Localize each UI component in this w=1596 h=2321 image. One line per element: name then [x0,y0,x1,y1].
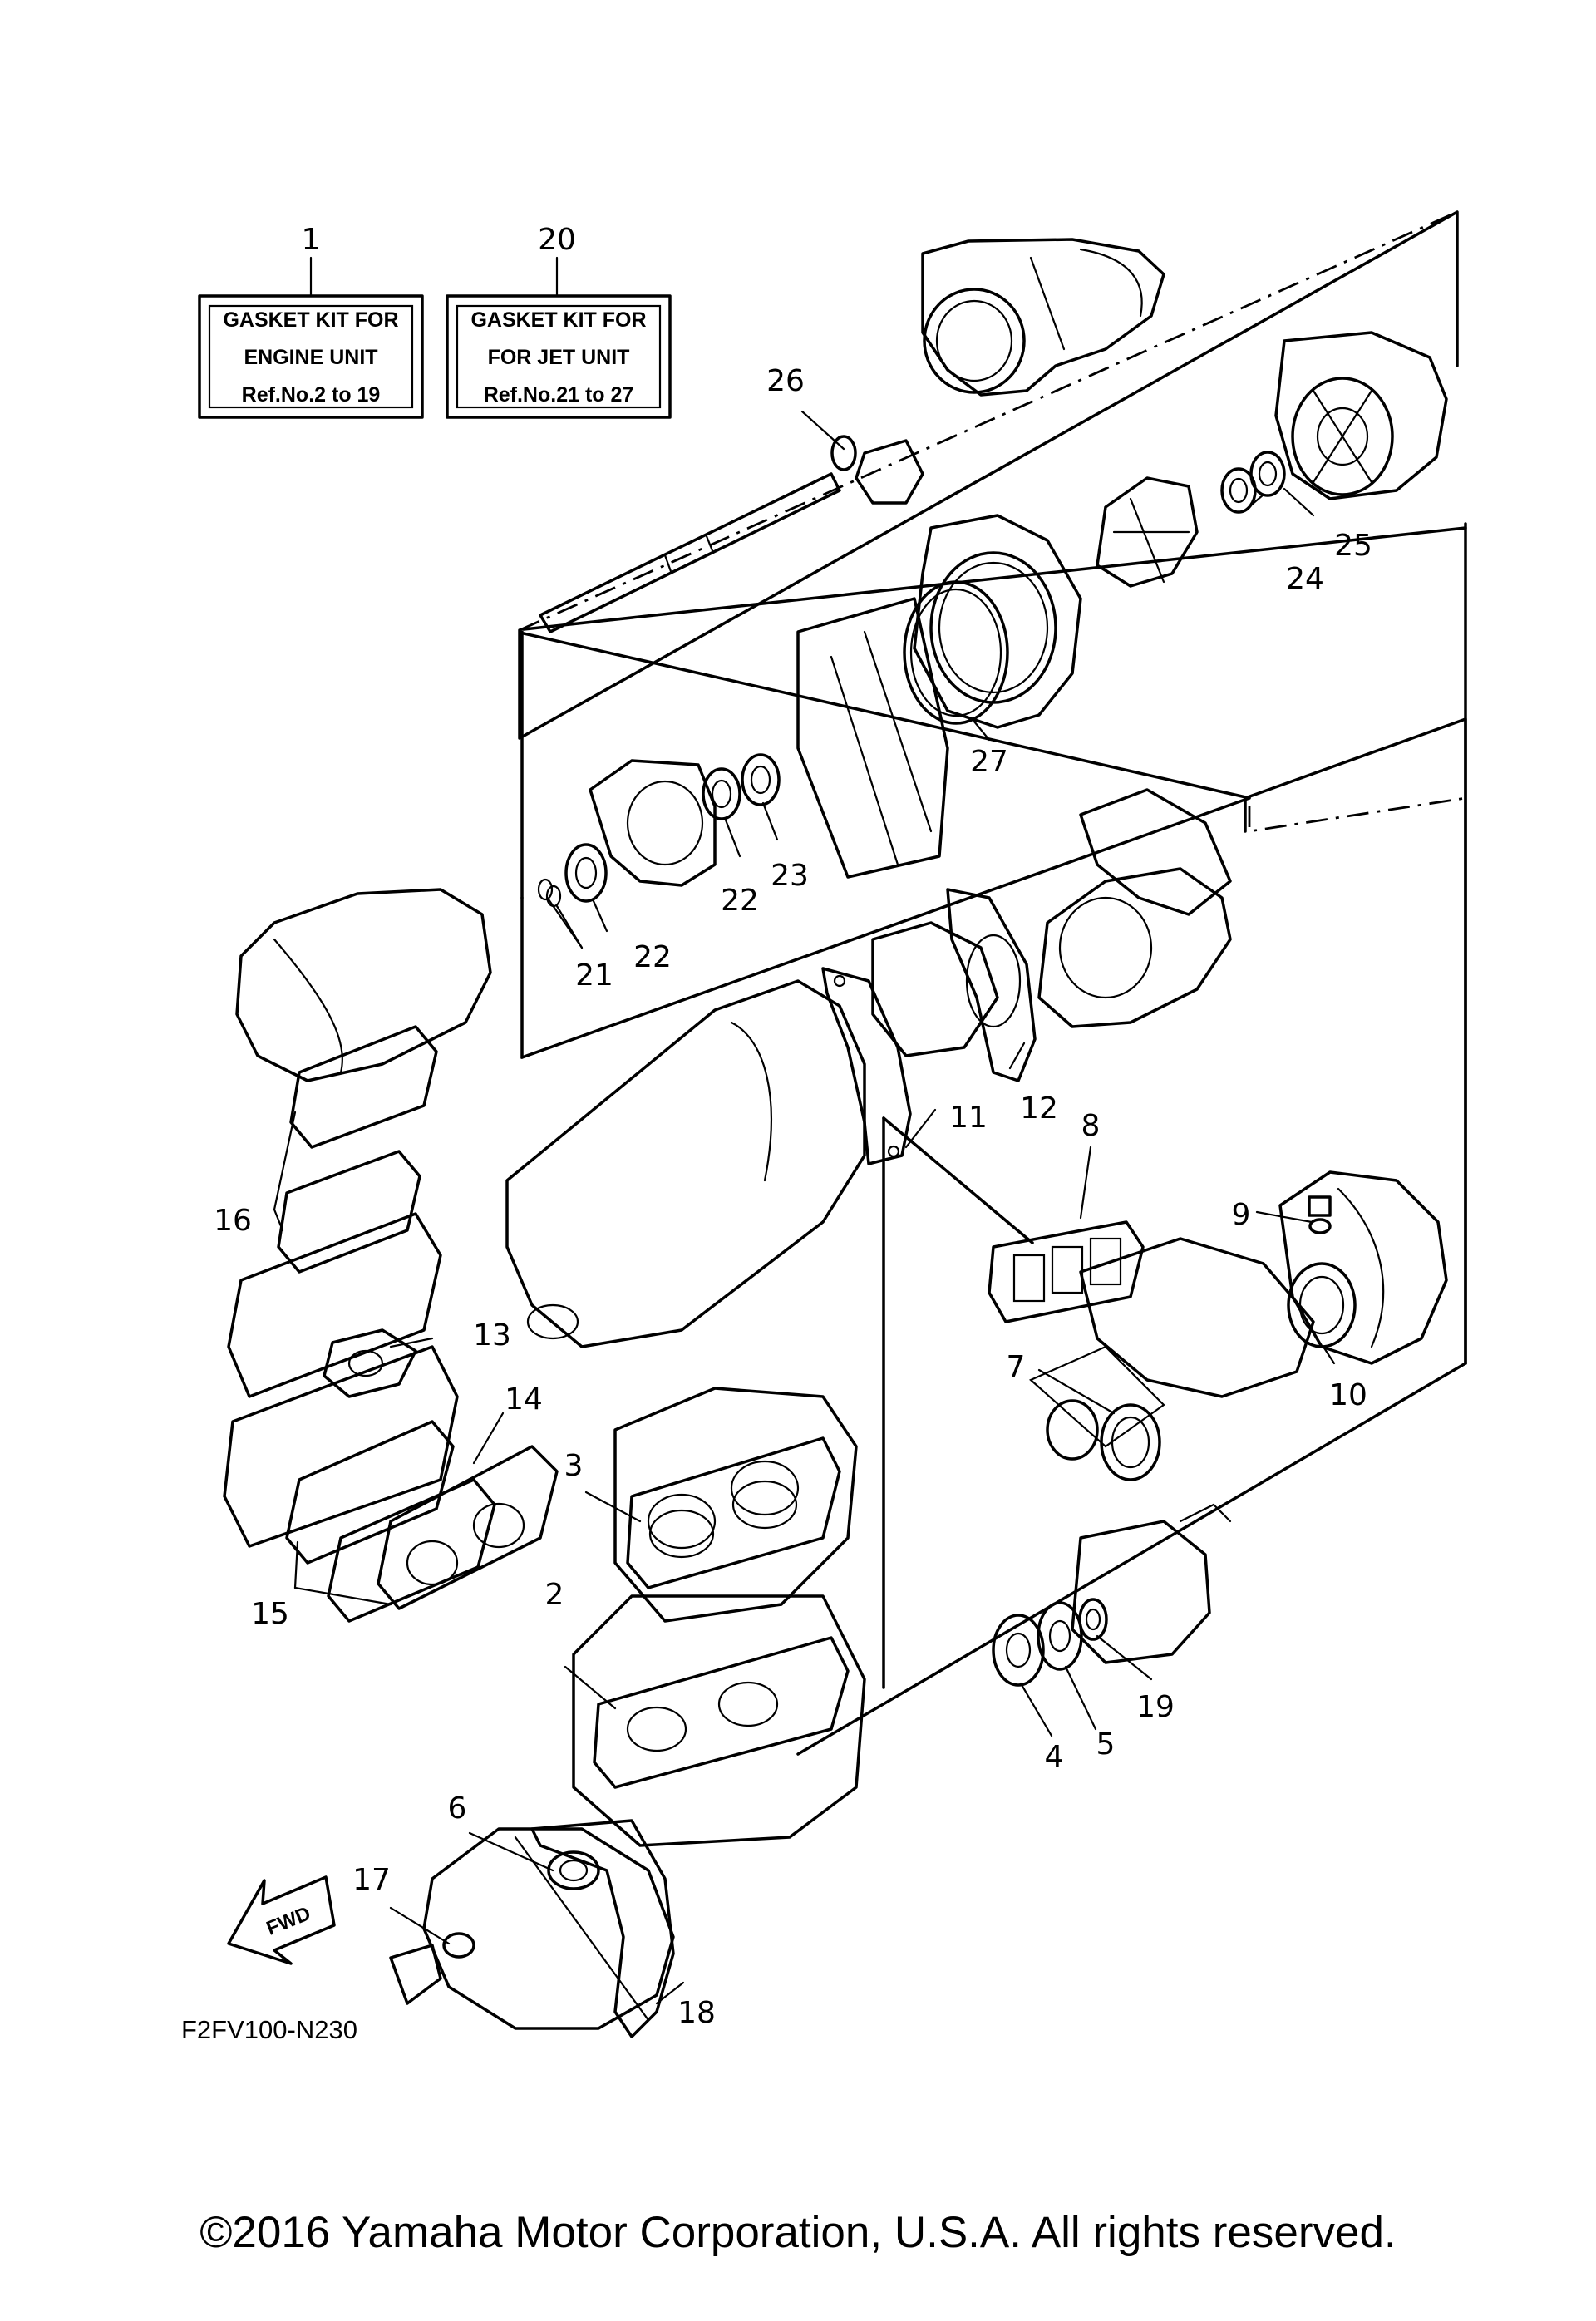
fwd-label: FWD [264,1902,314,1940]
kit-line-1: GASKET KIT FOR [223,308,398,332]
copyright-notice: ©2016 Yamaha Motor Corporation, U.S.A. A… [200,2208,1396,2257]
callout-14: 14 [505,1382,543,1417]
gasket-12 [946,888,1037,1082]
leader-lines [273,410,1336,2005]
exhaust-joint [1079,788,1232,916]
kit-line-2: FOR JET UNIT [488,346,630,369]
seal-19 [1078,1598,1108,1641]
gasket-17 [389,1932,475,2005]
callout-12: 12 [1020,1092,1058,1126]
callout-4: 4 [1045,1740,1064,1774]
seal-4 [992,1614,1045,1687]
callout-8: 8 [1081,1109,1101,1143]
callout-5: 5 [1096,1727,1116,1762]
jet-pump-housing [921,238,1165,397]
flywheel-cover [422,1827,675,2030]
oil-seal-6 [547,1850,600,1890]
duct [796,597,949,879]
seal-22-upper [702,767,741,820]
exhaust-manifold-left [235,888,492,1082]
callout-3: 3 [564,1449,584,1483]
jet-nozzle [1274,331,1448,500]
callout-15: 15 [251,1597,289,1631]
drive-shaft [539,472,841,633]
coupling-housing [1071,1503,1232,1664]
crankcase [572,1594,866,1847]
callout-9: 9 [1232,1198,1251,1232]
callout-11: 11 [949,1101,988,1135]
kit-line-2: ENGINE UNIT [244,346,377,369]
exhaust-outlet-pipe [1028,1237,1315,1461]
kit-box-engine: 1 GASKET KIT FOR ENGINE UNIT Ref.No.2 to… [198,223,424,419]
gasket-14 [377,1445,559,1610]
seal-25 [1249,451,1286,497]
o-ring-26 [830,435,857,471]
kit-line-3: Ref.No.21 to 27 [484,383,634,407]
callout-10: 10 [1329,1378,1367,1412]
kit-line-1: GASKET KIT FOR [470,308,646,332]
water-box-muffler [505,979,866,1348]
kit-ref-number: 1 [302,223,321,257]
callout-6: 6 [448,1791,467,1826]
kit-ref-number: 20 [538,223,576,257]
cylinder-block [613,1387,858,1623]
callout-labels: 2 3 4 5 6 7 8 9 10 11 12 13 14 15 16 17 … [214,364,1372,2030]
gasket-10 [1287,1262,1357,1348]
callout-7: 7 [1007,1350,1026,1384]
seal-5 [1037,1601,1083,1671]
callout-2: 2 [545,1578,564,1612]
callout-21: 21 [575,958,613,993]
gasket-7 [1100,1403,1161,1481]
reed-valve-block [223,1212,459,1548]
bearing-housing [589,759,717,887]
callout-13: 13 [473,1318,511,1353]
callout-18: 18 [677,1996,716,2030]
gasket-11 [821,967,912,1165]
exhaust-pipe-upper [1037,867,1232,1028]
gasket-3 [626,1436,841,1589]
impeller [1096,476,1199,588]
o-ring-27 [903,580,1009,725]
gasket-2 [593,1636,850,1789]
fwd-arrow: FWD [227,1875,336,1965]
callout-19: 19 [1136,1690,1175,1724]
top-section-frame [518,210,1467,1365]
gasket-15 [285,1420,496,1623]
callout-16: 16 [214,1204,252,1238]
callout-25: 25 [1334,529,1372,563]
gasket-8 [988,1220,1145,1323]
callout-24: 24 [1286,562,1324,596]
callout-26: 26 [766,364,805,398]
seal-23 [741,753,781,806]
callout-17: 17 [352,1863,391,1897]
kit-line-3: Ref.No.2 to 19 [242,383,381,407]
engine-frame [796,1116,1467,1756]
diagram-code: F2FV100-N230 [181,2015,357,2044]
gasket-18 [530,1819,675,2038]
callout-27: 27 [970,745,1008,779]
callout-22-upper: 22 [721,884,759,918]
seal-22-lower [564,843,608,903]
gasket-16 [277,1025,438,1274]
coupler [855,439,924,505]
exhaust-elbow-right [1278,1170,1448,1365]
kit-box-jet: 20 GASKET KIT FOR FOR JET UNIT Ref.No.21… [446,223,672,419]
gasket-9-washer [1308,1195,1332,1234]
callout-22-lower: 22 [633,940,672,974]
callout-23: 23 [771,859,809,893]
